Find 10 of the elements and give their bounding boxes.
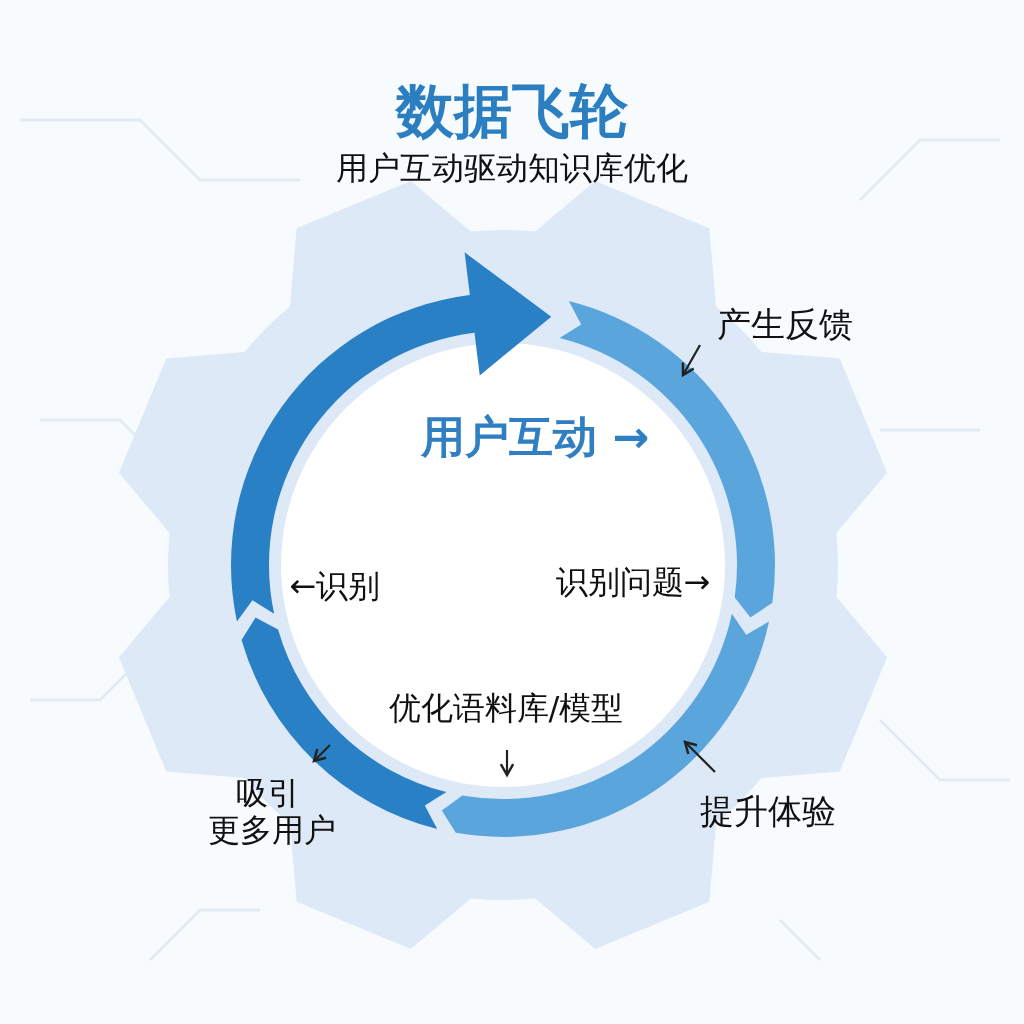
title: 数据飞轮 [394,80,629,144]
label: 用户互动 → [420,412,650,463]
label: 吸引 [236,775,300,812]
label: 产生反馈 [717,305,853,345]
label: ←识别 [289,568,381,605]
label: 优化语料库/模型 [388,690,624,727]
label: 更多用户 [208,812,336,849]
subtitle: 用户互动驱动知识库优化 [336,150,688,187]
label: 识别问题→ [555,564,711,601]
label: 提升体验 [700,792,836,832]
